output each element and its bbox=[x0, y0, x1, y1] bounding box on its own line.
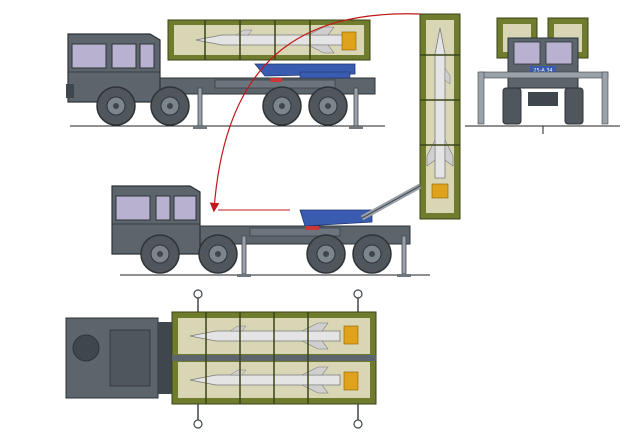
stowed-launch-container bbox=[167, 19, 371, 61]
wheel bbox=[96, 86, 136, 126]
erection-trajectory-arrow bbox=[209, 13, 421, 213]
front-plate-text: 25-A 34 bbox=[533, 68, 552, 74]
side-view-erecting bbox=[111, 183, 430, 278]
cab-window bbox=[71, 43, 107, 69]
top-view bbox=[65, 289, 377, 429]
front-view: 25-A 34 bbox=[465, 17, 620, 134]
side-view-transport bbox=[66, 19, 385, 130]
erected-launch-container bbox=[419, 13, 461, 220]
